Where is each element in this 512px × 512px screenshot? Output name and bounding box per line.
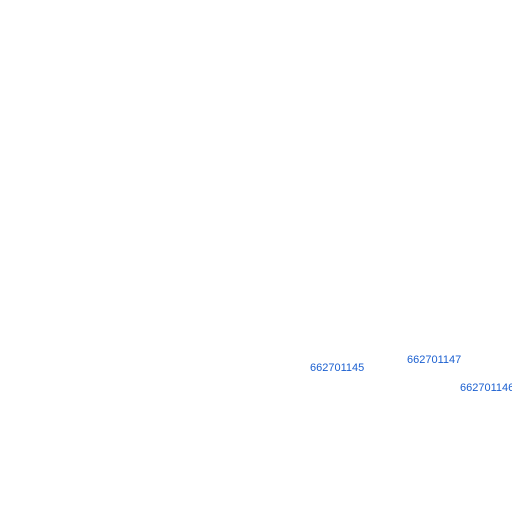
parcel-label[interactable]: 662701146 bbox=[460, 382, 512, 394]
parcel-label[interactable]: 662701147 bbox=[407, 354, 462, 366]
parcel-label[interactable]: 662701145 bbox=[310, 362, 365, 374]
